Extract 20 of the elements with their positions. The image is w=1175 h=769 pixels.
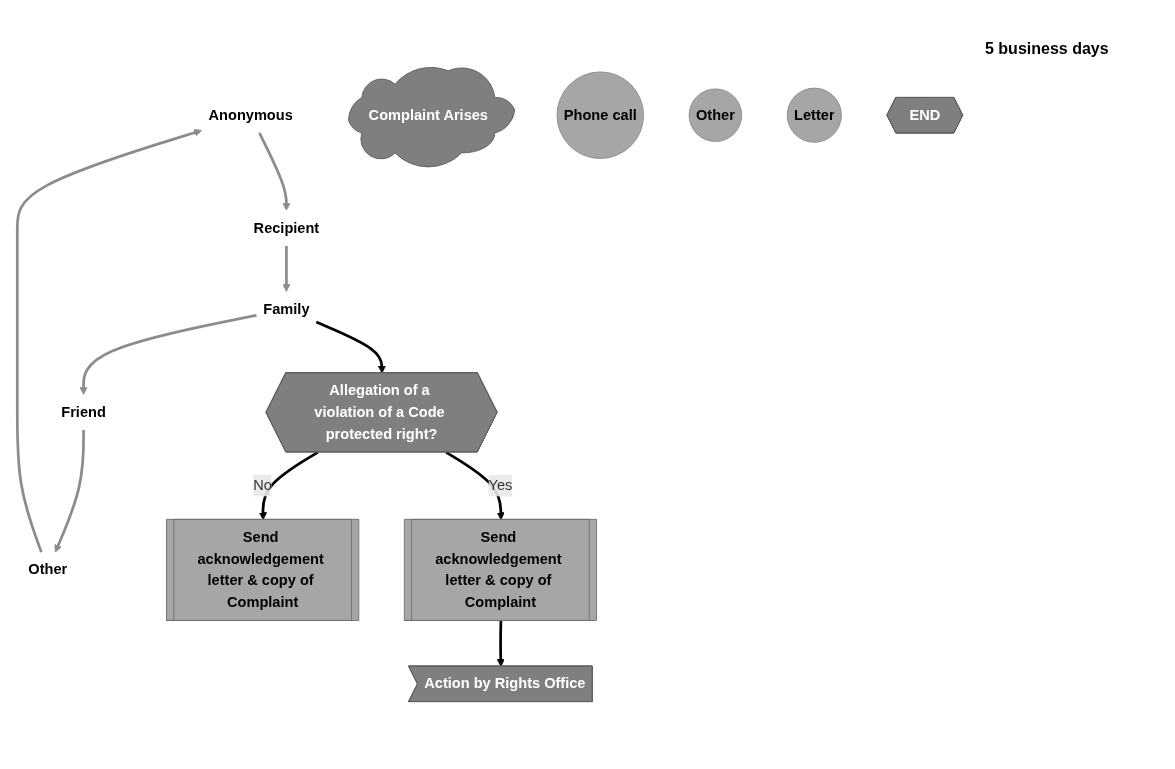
arrow: [258, 132, 291, 211]
edge-label: Yes: [488, 477, 513, 493]
node-text: Recipient: [253, 220, 320, 236]
node-circle: Other: [688, 88, 743, 142]
arrow: [79, 314, 257, 395]
arrow: [282, 246, 291, 292]
edge-label: No: [253, 477, 272, 493]
note-text: 5 business days: [985, 40, 1110, 58]
arrow: [496, 620, 505, 667]
node-text: Friend: [61, 404, 106, 420]
arrow: [54, 430, 85, 553]
node-circle: Phone call: [556, 71, 645, 159]
node-text: Other: [28, 561, 68, 578]
node-text: Family: [263, 301, 310, 317]
node-text: Anonymous: [208, 107, 293, 123]
node-circle: Letter: [786, 87, 842, 143]
arrow: [15, 128, 203, 553]
arrow: [445, 451, 505, 521]
arrow: [259, 451, 319, 521]
arrow: [315, 320, 386, 374]
